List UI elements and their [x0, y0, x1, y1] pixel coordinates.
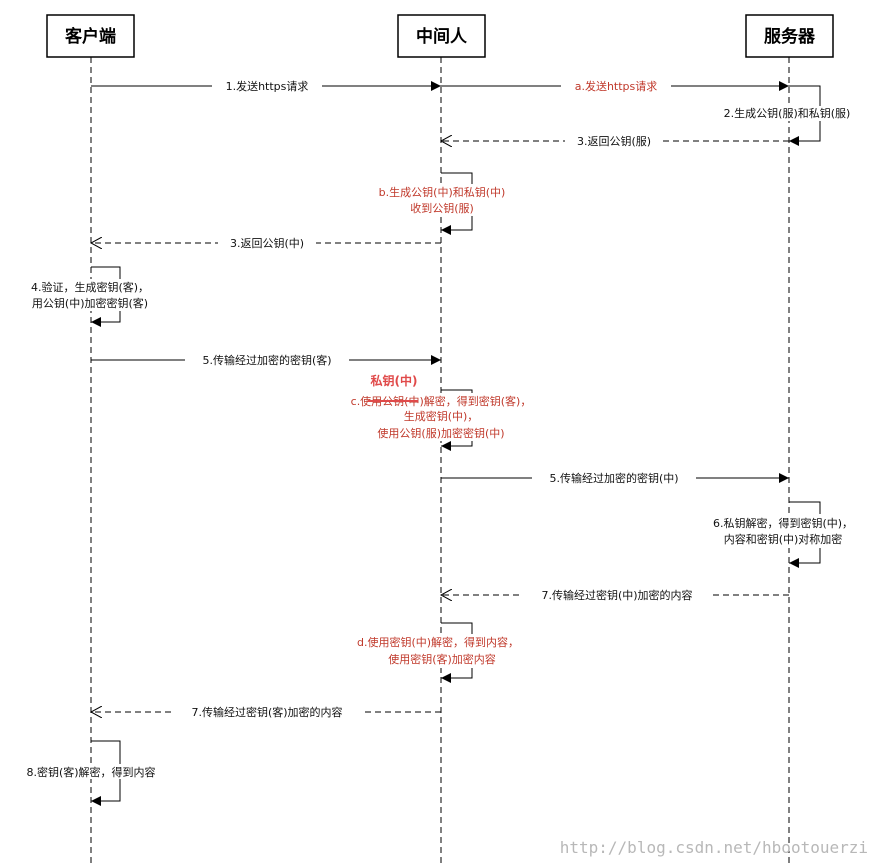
- message-8-self: 8.密钥(客)解密，得到内容: [8, 740, 174, 806]
- message-c-label-2: 生成密钥(中)，: [404, 409, 479, 423]
- message-5-mitm: 5.传输经过加密的密钥(中): [441, 471, 789, 485]
- message-8-label: 8.密钥(客)解密，得到内容: [26, 765, 155, 779]
- message-d-self: d.使用密钥(中)解密，得到内容， 使用密钥(客)加密内容: [340, 622, 536, 683]
- message-2-self: 2.生成公钥(服)和私钥(服): [705, 85, 869, 146]
- message-3-mitm: 3.返回公钥(中): [91, 236, 441, 250]
- message-c-annotation: 私钥(中): [370, 373, 418, 388]
- message-4-label-2: 用公钥(中)加密密钥(客): [32, 296, 148, 310]
- message-2-label: 2.生成公钥(服)和私钥(服): [724, 106, 851, 120]
- message-4-self: 4.验证，生成密钥(客)， 用公钥(中)加密密钥(客): [15, 266, 165, 327]
- message-1-label: 1.发送https请求: [226, 79, 309, 93]
- message-7-mitm-label: 7.传输经过密钥(客)加密的内容: [191, 705, 342, 719]
- message-d-label-1: d.使用密钥(中)解密，得到内容，: [357, 635, 519, 649]
- watermark-text: http://blog.csdn.net/hbootouerzi: [560, 838, 868, 857]
- message-b-label-2: 收到公钥(服): [410, 201, 474, 215]
- message-7-server-label: 7.传输经过密钥(中)加密的内容: [541, 588, 692, 602]
- actor-mitm: 中间人: [397, 14, 486, 58]
- actor-mitm-label: 中间人: [416, 26, 468, 47]
- message-5-client-label: 5.传输经过加密的密钥(客): [202, 353, 331, 367]
- message-6-label-1: 6.私钥解密，得到密钥(中)，: [713, 516, 853, 530]
- actor-client: 客户端: [46, 14, 135, 58]
- message-3-server: 3.返回公钥(服): [441, 134, 789, 148]
- message-6-self: 6.私钥解密，得到密钥(中)， 内容和密钥(中)对称加密: [700, 501, 866, 568]
- message-c-label-3: 使用公钥(服)加密密钥(中): [377, 426, 504, 440]
- message-c-label-1: c.使用公钥(中)解密，得到密钥(客)，: [351, 394, 532, 408]
- message-3-mitm-label: 3.返回公钥(中): [230, 236, 304, 250]
- message-a-label: a.发送https请求: [575, 79, 658, 93]
- message-1: 1.发送https请求: [91, 79, 441, 93]
- message-4-label-1: 4.验证，生成密钥(客)，: [31, 280, 149, 294]
- message-5-client: 5.传输经过加密的密钥(客): [91, 353, 441, 367]
- message-6-label-2: 内容和密钥(中)对称加密: [724, 532, 843, 546]
- message-5-mitm-label: 5.传输经过加密的密钥(中): [549, 471, 678, 485]
- actor-client-label: 客户端: [64, 26, 116, 47]
- message-d-label-2: 使用密钥(客)加密内容: [388, 652, 496, 666]
- message-c-self: 私钥(中) c.使用公钥(中)解密，得到密钥(客)， 生成密钥(中)， 使用公钥…: [326, 373, 556, 451]
- message-b-label-1: b.生成公钥(中)和私钥(中): [379, 185, 506, 199]
- actor-server: 服务器: [745, 14, 834, 58]
- message-3-server-label: 3.返回公钥(服): [577, 134, 651, 148]
- message-b-self: b.生成公钥(中)和私钥(中) 收到公钥(服): [360, 172, 524, 235]
- message-7-server: 7.传输经过密钥(中)加密的内容: [441, 588, 789, 602]
- actor-server-label: 服务器: [764, 26, 816, 47]
- message-a: a.发送https请求: [441, 79, 789, 93]
- message-7-mitm: 7.传输经过密钥(客)加密的内容: [91, 705, 441, 719]
